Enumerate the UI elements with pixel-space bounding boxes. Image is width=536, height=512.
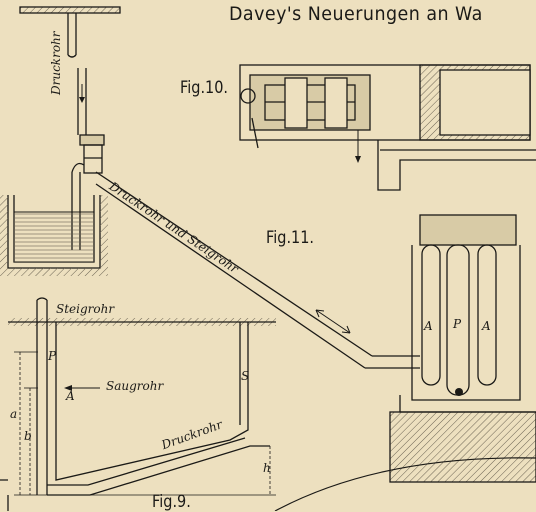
label-saugrohr: Saugrohr [106, 379, 164, 393]
left-tank [0, 195, 108, 276]
fig11-pump [389, 214, 536, 483]
page-title: Davey's Neuerungen an Wa [229, 3, 483, 25]
letter-p-pump: P [453, 317, 462, 331]
fig10-caption: Fig.10. [180, 78, 229, 98]
letter-a-fig9: A [66, 389, 75, 403]
bottom-arc [274, 457, 536, 511]
letter-a-right-pump: A [482, 319, 491, 333]
vertical-druckrohr [67, 13, 87, 135]
letter-s: S [241, 369, 250, 383]
letter-h-dimension: h [263, 461, 271, 475]
label-druckrohr-vertical: Druckrohr [49, 31, 63, 95]
diagonal-druckrohr-und-steigrohr [95, 171, 420, 369]
fig9-section [0, 297, 276, 511]
letter-a-dimension: a [10, 407, 18, 421]
ground-strip-top [19, 6, 121, 14]
letter-a-left-pump: A [424, 319, 433, 333]
fig10-pump-mechanism [239, 64, 536, 191]
letter-b-dimension: b [24, 429, 32, 443]
label-steigrohr: Steigrohr [56, 302, 115, 316]
letter-p-fig9: P [48, 349, 57, 363]
fig9-caption: Fig.9. [152, 492, 191, 512]
fig11-caption: Fig.11. [266, 228, 315, 248]
flow-double-arrow [315, 309, 351, 334]
